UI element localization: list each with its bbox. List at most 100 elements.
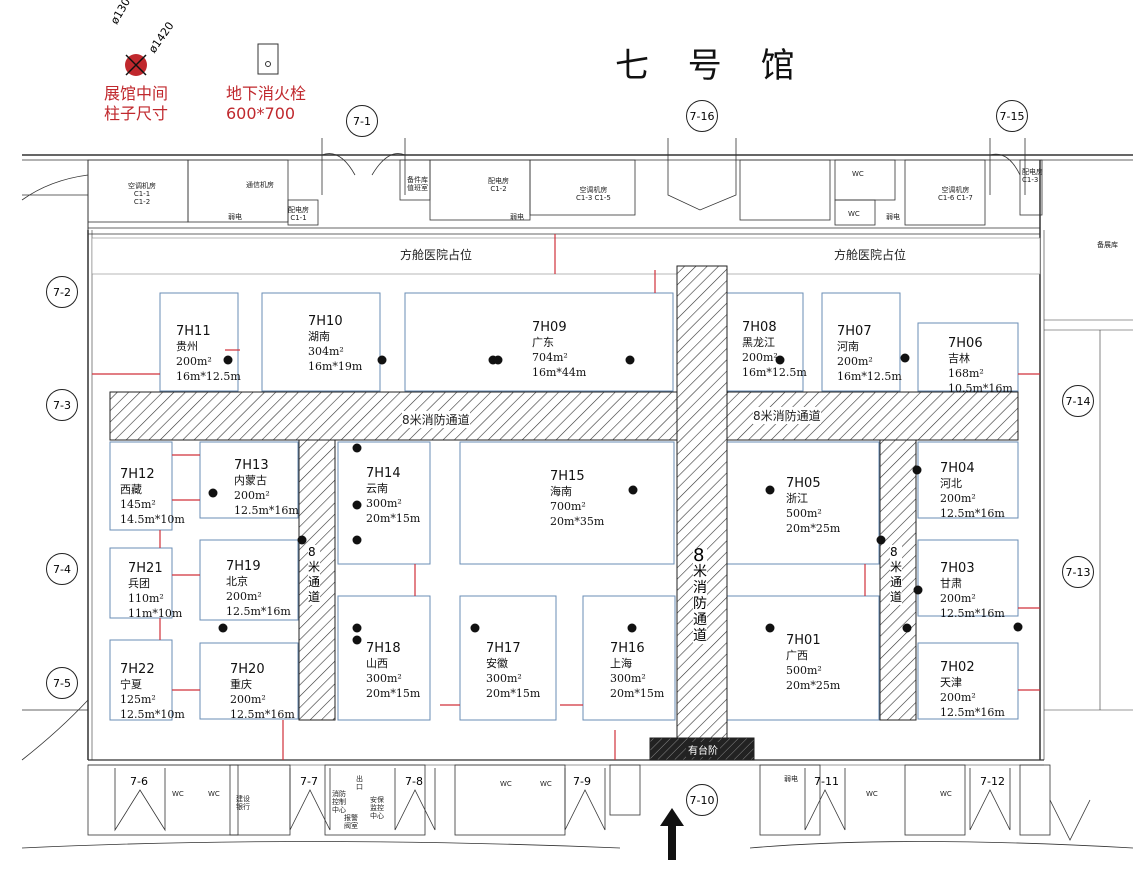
- booth-name: 兵团: [128, 577, 150, 590]
- gate-7-6[interactable]: 7-6: [130, 775, 148, 788]
- vertical-lane-center: 8 米 消 防 通 道: [693, 547, 707, 644]
- room-power-3: 配电房 C1-3: [1022, 168, 1043, 184]
- legend-column-line1: 展馆中间: [104, 84, 169, 103]
- booth-code: 7H04: [940, 461, 975, 476]
- room-b-wc-2: WC: [208, 790, 220, 798]
- booth-7H12: [109, 441, 173, 531]
- booth-size: 12.5m*16m: [940, 507, 1005, 520]
- booth-area: 200m²: [234, 489, 270, 502]
- lane-char: 米: [693, 564, 707, 580]
- booth-area: 704m²: [532, 351, 568, 364]
- booth-area: 300m²: [366, 672, 402, 685]
- gate-7-4[interactable]: 7-4: [46, 553, 78, 585]
- booth-size: 20m*15m: [366, 687, 421, 700]
- booth-area: 145m²: [120, 498, 156, 511]
- gate-7-3[interactable]: 7-3: [46, 389, 78, 421]
- booth-area: 300m²: [610, 672, 646, 685]
- hospital-strip: [91, 237, 1041, 275]
- gate-7-5[interactable]: 7-5: [46, 667, 78, 699]
- booth-area: 200m²: [230, 693, 266, 706]
- booth-code: 7H07: [837, 324, 872, 339]
- lane-char: 米: [890, 560, 903, 574]
- gate-7-7[interactable]: 7-7: [300, 775, 318, 788]
- gate-7-1[interactable]: 7-1: [346, 105, 378, 137]
- room-storage: 备展库: [1097, 241, 1118, 249]
- booth-name: 黑龙江: [742, 336, 775, 349]
- booth-area: 110m²: [128, 592, 164, 605]
- gate-7-14[interactable]: 7-14: [1062, 385, 1094, 417]
- room-text: C1-6 C1-7: [938, 194, 973, 202]
- gate-7-8[interactable]: 7-8: [405, 775, 423, 788]
- booth-name: 湖南: [308, 330, 330, 343]
- booth-size: 12.5m*16m: [234, 504, 299, 517]
- booth-7H18: [337, 595, 431, 721]
- room-text: 配电房: [288, 206, 309, 214]
- booth-7H02: [917, 642, 1019, 720]
- booth-name: 甘肃: [940, 577, 962, 590]
- gate-7-9[interactable]: 7-9: [573, 775, 591, 788]
- room-b-wc-3: WC: [500, 780, 512, 788]
- gate-7-16[interactable]: 7-16: [686, 100, 718, 132]
- booth-code: 7H17: [486, 641, 521, 656]
- gate-7-13[interactable]: 7-13: [1062, 556, 1094, 588]
- gate-7-2[interactable]: 7-2: [46, 276, 78, 308]
- room-text: 安保: [370, 796, 384, 804]
- gate-7-11[interactable]: 7-11: [814, 775, 839, 788]
- booth-code: 7H06: [948, 336, 983, 351]
- column-dot: [218, 623, 228, 633]
- room-weak-1: 弱电: [228, 213, 242, 221]
- booth-7H05: [726, 441, 880, 565]
- gate-7-10[interactable]: 7-10: [686, 784, 718, 816]
- room-fire-control: 消防 控制 中心: [332, 790, 346, 814]
- booth-area: 200m²: [176, 355, 212, 368]
- room-weak-3: 弱电: [886, 213, 900, 221]
- gate-7-12[interactable]: 7-12: [980, 775, 1005, 788]
- legend-column-line2: 柱子尺寸: [104, 104, 169, 123]
- column-dot: [876, 535, 886, 545]
- booth-size: 12.5m*16m: [940, 706, 1005, 719]
- booth-name: 贵州: [176, 340, 198, 353]
- room-text: 备件库: [407, 176, 428, 184]
- booth-size: 16m*19m: [308, 360, 363, 373]
- booth-7H22: [109, 639, 173, 721]
- gate-7-15[interactable]: 7-15: [996, 100, 1028, 132]
- room-ac-2: 空调机房 C1-3 C1-5: [576, 186, 611, 202]
- lane-char: 米: [308, 560, 321, 574]
- column-dot: [765, 623, 775, 633]
- booth-code: 7H01: [786, 633, 821, 648]
- booth-code: 7H15: [550, 469, 585, 484]
- booth-area: 200m²: [940, 691, 976, 704]
- booth-7H20: [199, 642, 299, 720]
- booth-code: 7H09: [532, 320, 567, 335]
- lane-char: 道: [693, 628, 707, 644]
- room-ac-1: 空调机房 C1-1 C1-2: [128, 182, 156, 206]
- booth-area: 300m²: [366, 497, 402, 510]
- room-text: C1-1: [133, 190, 151, 198]
- room-text: C1-3 C1-5: [576, 194, 611, 202]
- room-text: 空调机房: [941, 186, 970, 194]
- hospital-label-left: 方舱医院占位: [400, 248, 473, 262]
